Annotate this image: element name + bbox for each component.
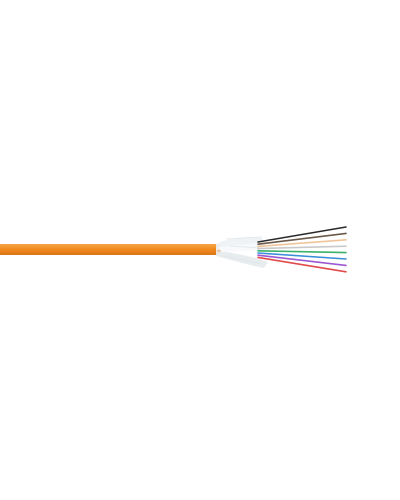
fiber-strand [257, 232, 347, 245]
fiber-strand [257, 256, 347, 273]
optical-fibers [257, 226, 347, 273]
fiber-strand [257, 254, 347, 267]
cable-jacket [0, 244, 218, 255]
fiber-strand [257, 252, 347, 260]
fiber-strand [257, 239, 347, 248]
aramid-yarn [216, 236, 268, 268]
fiber-strand [257, 226, 347, 243]
fiber-strand [257, 250, 347, 254]
fiber-strand [257, 245, 347, 250]
